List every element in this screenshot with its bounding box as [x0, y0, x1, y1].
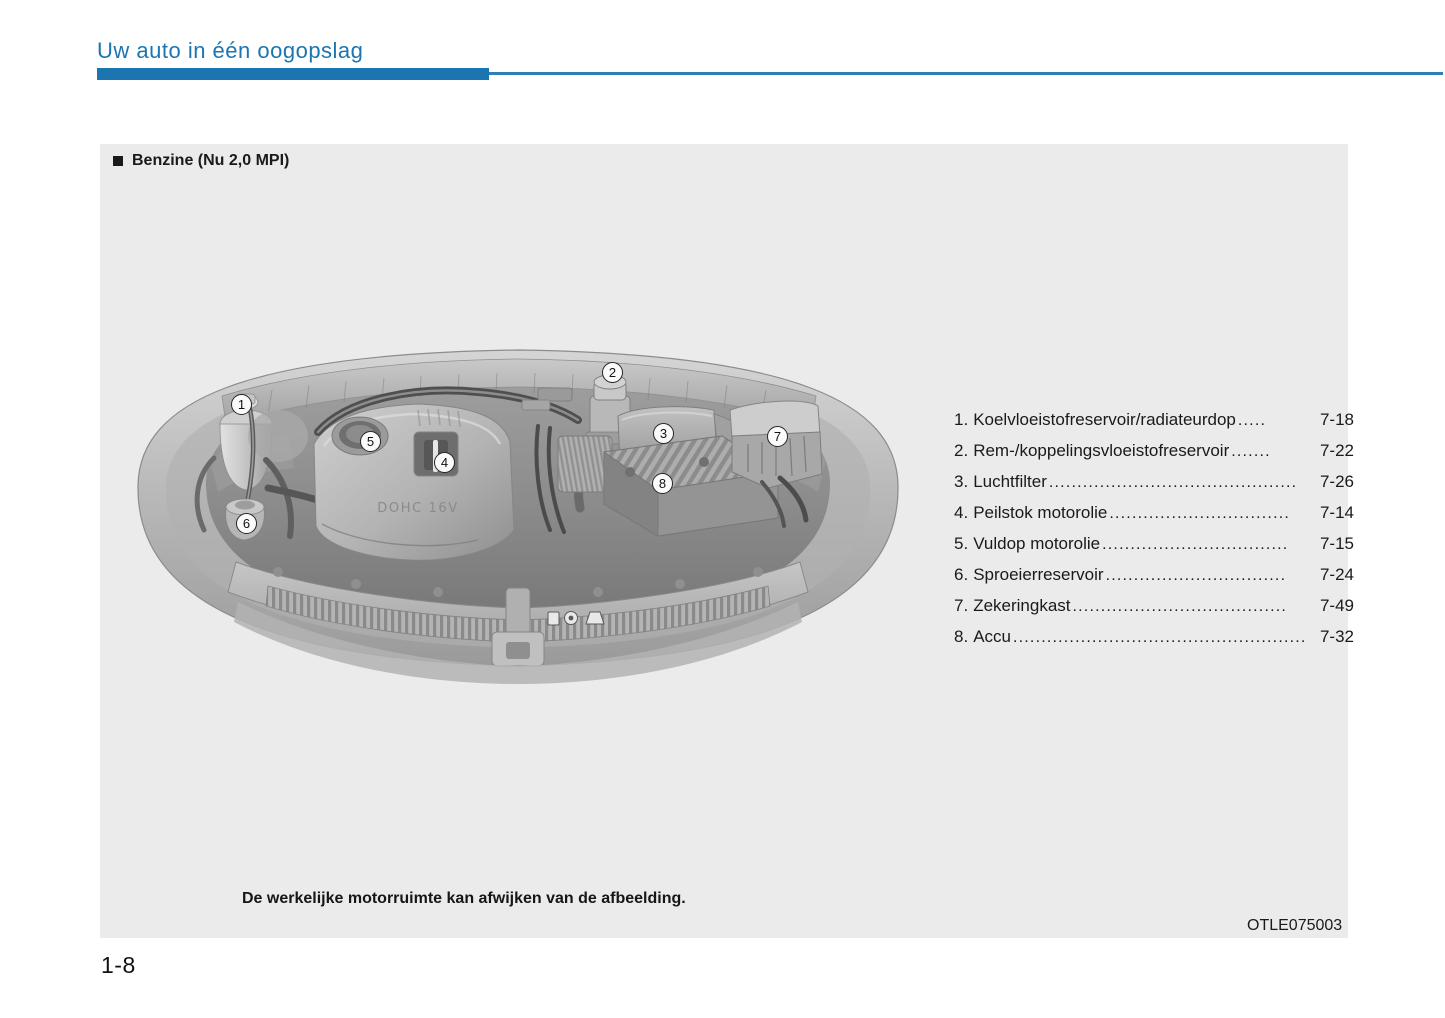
engine-compartment-figure: DOHC 16V	[118, 340, 918, 685]
section-heading-label: Benzine (Nu 2,0 MPI)	[132, 152, 290, 169]
coolant-reservoir-part	[219, 393, 308, 491]
callout-4[interactable]: 4	[434, 452, 455, 473]
callout-2[interactable]: 2	[602, 362, 623, 383]
callout-6[interactable]: 6	[236, 513, 257, 534]
legend-item-7: 7. Zekeringkast ........................…	[954, 590, 1354, 621]
legend-label: Peilstok motorolie	[973, 503, 1108, 522]
legend-page-ref: 7-18	[1319, 410, 1354, 429]
callout-1[interactable]: 1	[231, 394, 252, 415]
intake-clamp	[537, 387, 573, 402]
legend-page-ref: 7-26	[1319, 472, 1354, 491]
legend-index: 8.	[954, 627, 969, 646]
figure-code: OTLE075003	[1247, 917, 1343, 934]
battery-terminal	[699, 457, 709, 467]
fuse-box-part	[729, 400, 823, 528]
engine-cover-part: DOHC 16V	[313, 403, 515, 561]
reservoir-hose-highlight	[245, 403, 255, 509]
legend-page-ref: 7-22	[1319, 441, 1354, 460]
legend-label: Rem-/koppelingsvloeistofreservoir	[973, 441, 1230, 460]
callout-3[interactable]: 3	[653, 423, 674, 444]
section-heading: Benzine (Nu 2,0 MPI)	[113, 152, 289, 170]
legend-page-ref: 7-15	[1319, 534, 1354, 553]
legend-item-5: 5. Vuldop motorolie ....................…	[954, 528, 1354, 559]
radiator-grille-slots	[265, 585, 771, 643]
square-bullet-icon	[113, 156, 123, 166]
legend-label: Koelvloeistofreservoir/radiateurdop	[973, 410, 1236, 429]
parts-legend-list: 1. Koelvloeistofreservoir/radiateurdop .…	[954, 404, 1354, 652]
header-rule	[489, 72, 1443, 75]
page-title: Uw auto in één oogopslag	[97, 38, 364, 63]
legend-leader-dots: ......................................	[1072, 598, 1288, 615]
legend-label: Luchtfilter	[973, 472, 1047, 491]
callout-8[interactable]: 8	[652, 473, 673, 494]
hood-latch	[505, 587, 531, 635]
engine-cover-text: DOHC 16V	[377, 501, 458, 516]
intake-hose-highlight	[316, 389, 580, 434]
legend-item-8: 8. Accu ................................…	[954, 621, 1354, 652]
legend-leader-dots: .....	[1237, 412, 1267, 429]
wiring-harness	[534, 424, 566, 534]
front-apron	[234, 602, 802, 684]
legend-item-3: 3. Luchtfilter .........................…	[954, 466, 1354, 497]
legend-label: Accu	[973, 627, 1011, 646]
left-hose-a	[194, 455, 217, 533]
legend-item-4: 4. Peilstok motorolie ..................…	[954, 497, 1354, 528]
legend-label: Zekeringkast	[973, 596, 1071, 615]
page-header: Uw auto in één oogopslag	[0, 0, 1445, 92]
page-number: 1-8	[101, 952, 136, 978]
legend-index: 5.	[954, 534, 969, 553]
legend-page-ref: 7-24	[1319, 565, 1354, 584]
header-accent-bar	[97, 68, 489, 80]
battery-terminal	[625, 467, 635, 477]
warning-decal-icons	[547, 611, 605, 626]
legend-leader-dots: ................................	[1109, 505, 1291, 522]
legend-item-1: 1. Koelvloeistofreservoir/radiateurdop .…	[954, 404, 1354, 435]
legend-index: 6.	[954, 565, 969, 584]
engine-compartment-illustration: DOHC 16V	[137, 349, 899, 684]
legend-item-2: 2. Rem-/koppelingsvloeistofreservoir ...…	[954, 435, 1354, 466]
legend-index: 1.	[954, 410, 969, 429]
harness-connector	[521, 399, 551, 411]
figure-caption: De werkelijke motorruimte kan afwijken v…	[242, 890, 686, 907]
legend-page-ref: 7-32	[1319, 627, 1354, 646]
legend-page-ref: 7-49	[1319, 596, 1354, 615]
legend-item-6: 6. Sproeierreservoir ...................…	[954, 559, 1354, 590]
legend-leader-dots: ........................................…	[1048, 474, 1298, 491]
legend-label: Sproeierreservoir	[973, 565, 1104, 584]
callout-5[interactable]: 5	[360, 431, 381, 452]
legend-leader-dots: .......	[1231, 443, 1271, 460]
legend-index: 3.	[954, 472, 969, 491]
legend-index: 2.	[954, 441, 969, 460]
legend-label: Vuldop motorolie	[973, 534, 1101, 553]
legend-leader-dots: ................................	[1105, 567, 1287, 584]
callout-7[interactable]: 7	[767, 426, 788, 447]
legend-leader-dots: .................................	[1102, 536, 1289, 553]
legend-leader-dots: ........................................…	[1012, 629, 1307, 646]
legend-page-ref: 7-14	[1319, 503, 1354, 522]
legend-index: 7.	[954, 596, 969, 615]
legend-index: 4.	[954, 503, 969, 522]
